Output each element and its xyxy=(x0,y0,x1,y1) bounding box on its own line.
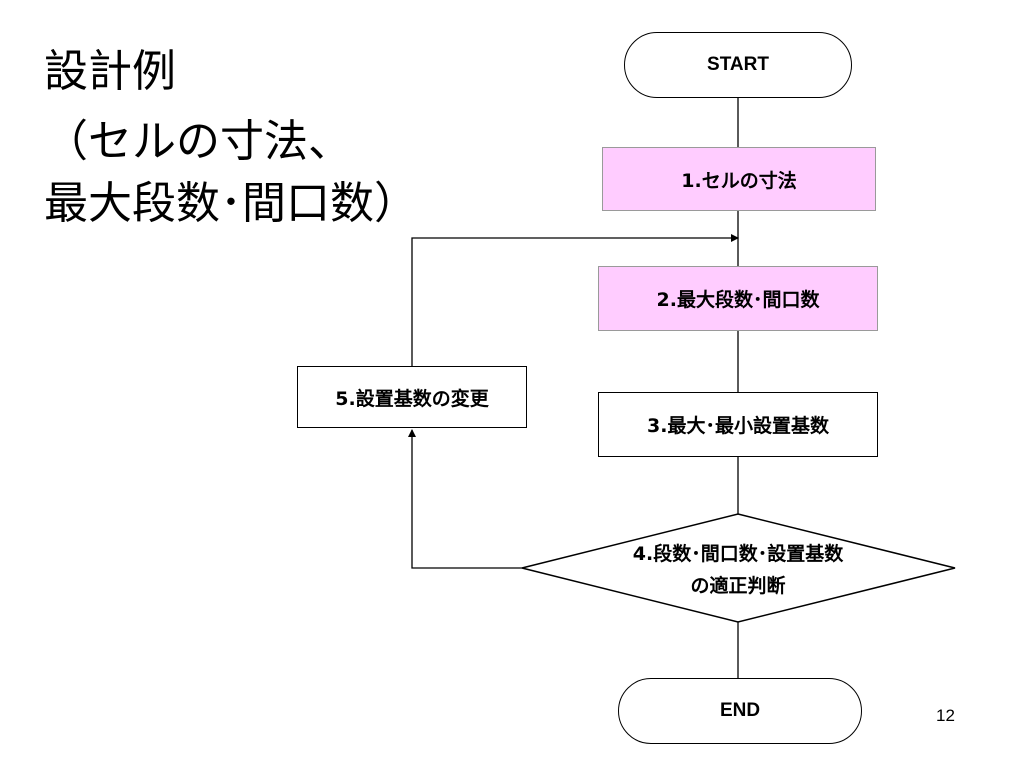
slide-title-line-3: 最大段数･間口数） xyxy=(44,178,418,229)
decision-diamond xyxy=(521,513,956,623)
step-2-label: 2.最大段数･間口数 xyxy=(656,289,820,311)
step-5-label: 5.設置基数の変更 xyxy=(335,387,489,410)
decision-text-block: 4.段数･間口数･設置基数 の適正判断 xyxy=(570,537,906,603)
step-3-label: 3.最大･最小設置基数 xyxy=(647,415,829,437)
end-label: END xyxy=(719,700,761,721)
step-4-label-line-1: 4.段数･間口数･設置基数 xyxy=(632,543,844,565)
end-terminal: END xyxy=(618,678,862,744)
slide-title-line-2: （セルの寸法、 xyxy=(44,116,352,167)
slide-number: 12 xyxy=(936,706,955,725)
slide-title-line-1: 設計例 xyxy=(44,46,176,97)
start-terminal: START xyxy=(624,32,852,98)
connector-step5-to-step2-loop xyxy=(411,234,739,366)
step-1-label: 1.セルの寸法 xyxy=(681,169,797,192)
step-3-box: 3.最大･最小設置基数 xyxy=(598,392,878,457)
step-2-box: 2.最大段数･間口数 xyxy=(598,266,878,331)
step-4-label-line-2: の適正判断 xyxy=(690,575,786,597)
connector-decision-to-step5 xyxy=(408,429,522,569)
step-5-box: 5.設置基数の変更 xyxy=(297,366,527,428)
step-1-box: 1.セルの寸法 xyxy=(602,147,876,211)
start-label: START xyxy=(707,54,769,75)
